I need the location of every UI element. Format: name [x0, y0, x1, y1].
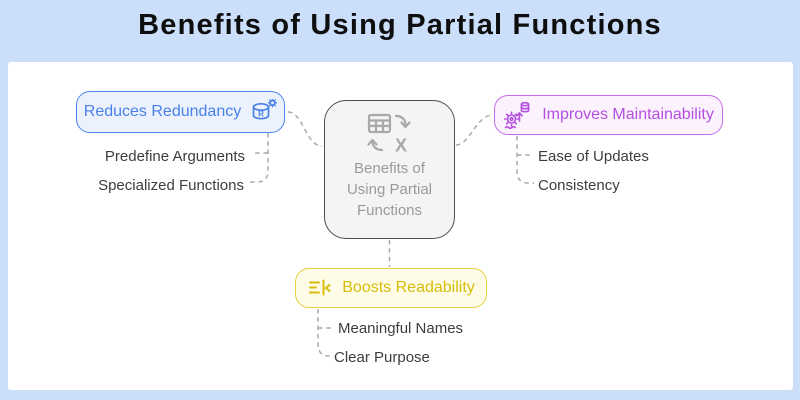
center-label-line2: Using Partial [346, 181, 433, 198]
center-node-label: Benefits of Using Partial Functions [347, 158, 432, 221]
branch-reduces-redundancy: Reduces Redundancy R [76, 91, 285, 133]
center-label-line3: Functions [356, 202, 423, 219]
text-lines-chevron-icon [307, 276, 333, 300]
child-predefine-arguments: Predefine Arguments [104, 148, 245, 165]
child-consistency: Consistency [538, 177, 620, 194]
database-r-gear-icon: R [250, 99, 278, 125]
branch-boosts-readability: Boosts Readability [295, 268, 487, 308]
branch-reduces-redundancy-label: Reduces Redundancy [83, 103, 242, 120]
branch-boosts-readability-label: Boosts Readability [342, 279, 475, 296]
center-label-line1: Benefits of [354, 160, 425, 177]
child-ease-of-updates: Ease of Updates [538, 148, 649, 165]
center-node: X Benefits of Using Partial Functions [324, 100, 455, 239]
svg-text:R: R [258, 110, 264, 119]
gear-database-upload-icon [503, 101, 533, 129]
page-title: Benefits of Using Partial Functions [138, 9, 662, 41]
branch-improves-maintainability-label: Improves Maintainability [542, 106, 714, 123]
svg-text:X: X [394, 136, 406, 155]
child-meaningful-names: Meaningful Names [338, 320, 464, 337]
child-specialized-functions: Specialized Functions [98, 177, 244, 194]
branch-improves-maintainability: Improves Maintainability [494, 95, 723, 135]
child-clear-purpose: Clear Purpose [334, 349, 430, 366]
table-transform-icon: X [366, 113, 411, 155]
